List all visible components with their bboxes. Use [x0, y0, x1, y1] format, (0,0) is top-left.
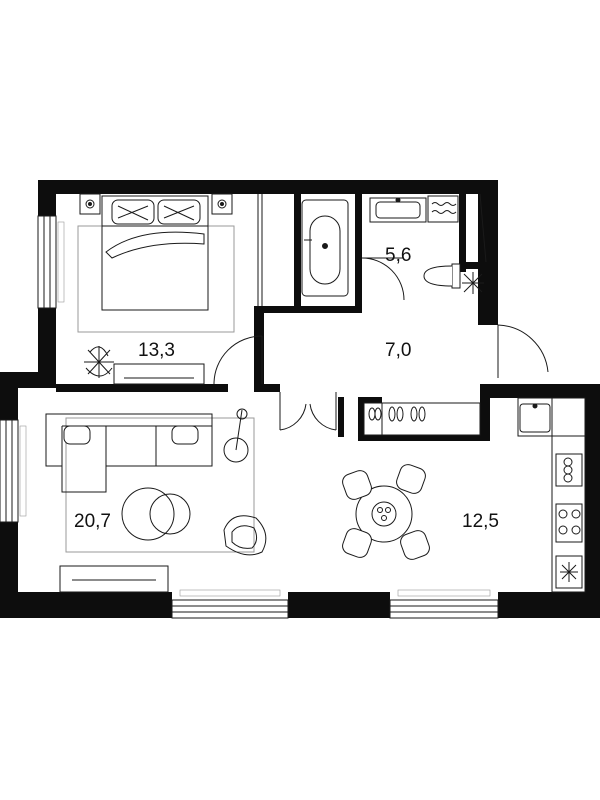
tv-stand: [59, 565, 169, 593]
wall-kitchen-right: [585, 384, 600, 618]
wall-bath-bottom: [262, 306, 362, 313]
room-labels: 13,3 5,6 7,0 20,7 12,5: [74, 245, 499, 532]
living-furniture: [45, 408, 267, 593]
sofa: [45, 413, 213, 493]
towel-rail: [427, 195, 459, 223]
stove: [555, 503, 583, 543]
wall-bedroom-living-right: [254, 384, 280, 392]
window-living-bottom: [171, 599, 289, 619]
bathroom-fixtures: [301, 195, 484, 297]
window-kitchen-bottom: [389, 599, 499, 619]
radiators: [19, 221, 491, 597]
toilet: [423, 263, 461, 289]
wall-closet-right: [480, 384, 490, 441]
entry-closet: [363, 402, 481, 436]
window-living-left: [0, 419, 19, 523]
wall-living-left-top: [0, 372, 18, 420]
door-living-double: [279, 392, 337, 431]
wall-closet-left: [358, 397, 364, 441]
wall-right-upper: [478, 180, 498, 325]
wall-kitchen-top: [486, 384, 600, 398]
door-entry: [497, 324, 549, 378]
walls: [0, 180, 600, 618]
shoes: [368, 406, 426, 422]
window-bedroom: [37, 215, 57, 309]
door-bedroom: [213, 335, 263, 385]
room-area-bedroom: 13,3: [138, 340, 175, 361]
fridge: [555, 555, 583, 589]
dining-chairs: [342, 464, 430, 560]
wall-left-bottom: [38, 308, 56, 386]
room-area-kitchen: 12,5: [462, 511, 499, 532]
wall-bath-mid: [355, 194, 362, 312]
coffee-tables: [121, 487, 191, 541]
doors: [213, 257, 549, 431]
room-area-hallway: 7,0: [385, 340, 411, 361]
wall-left-top: [38, 180, 56, 216]
kitchen-counter: [517, 397, 586, 593]
wall-hall-stub: [338, 397, 344, 437]
cooktop: [555, 453, 583, 487]
dresser: [113, 363, 205, 385]
wall-bottom-middle: [288, 592, 390, 618]
wall-closet-bottom: [358, 435, 486, 441]
wall-bottom-right: [498, 592, 600, 618]
kitchen-furniture: [342, 397, 586, 593]
wall-bottom-left: [0, 592, 172, 618]
floor-lamp: [223, 408, 249, 463]
bedroom-furniture: [77, 193, 263, 385]
plant-bedroom: [84, 346, 114, 378]
room-area-bathroom: 5,6: [385, 245, 411, 266]
window-wc: [479, 193, 487, 263]
dining-table: [355, 485, 413, 543]
wardrobe: [257, 194, 263, 306]
wall-closet-top: [358, 397, 382, 403]
living-rug: [65, 417, 255, 553]
blanket: [105, 231, 205, 259]
pillows: [111, 199, 201, 225]
room-area-living-room: 20,7: [74, 511, 111, 532]
wall-wc-shelf: [459, 262, 485, 269]
windows: [0, 193, 499, 619]
wall-top-bedroom: [38, 180, 478, 194]
plant-wc: [462, 272, 484, 294]
wall-wc-divider: [459, 194, 466, 272]
armchair: [223, 515, 267, 556]
wall-bath-left: [294, 194, 301, 312]
wall-bedroom-living-left: [56, 384, 228, 392]
door-bathroom: [361, 257, 405, 301]
wall-bedroom-right: [254, 306, 264, 392]
